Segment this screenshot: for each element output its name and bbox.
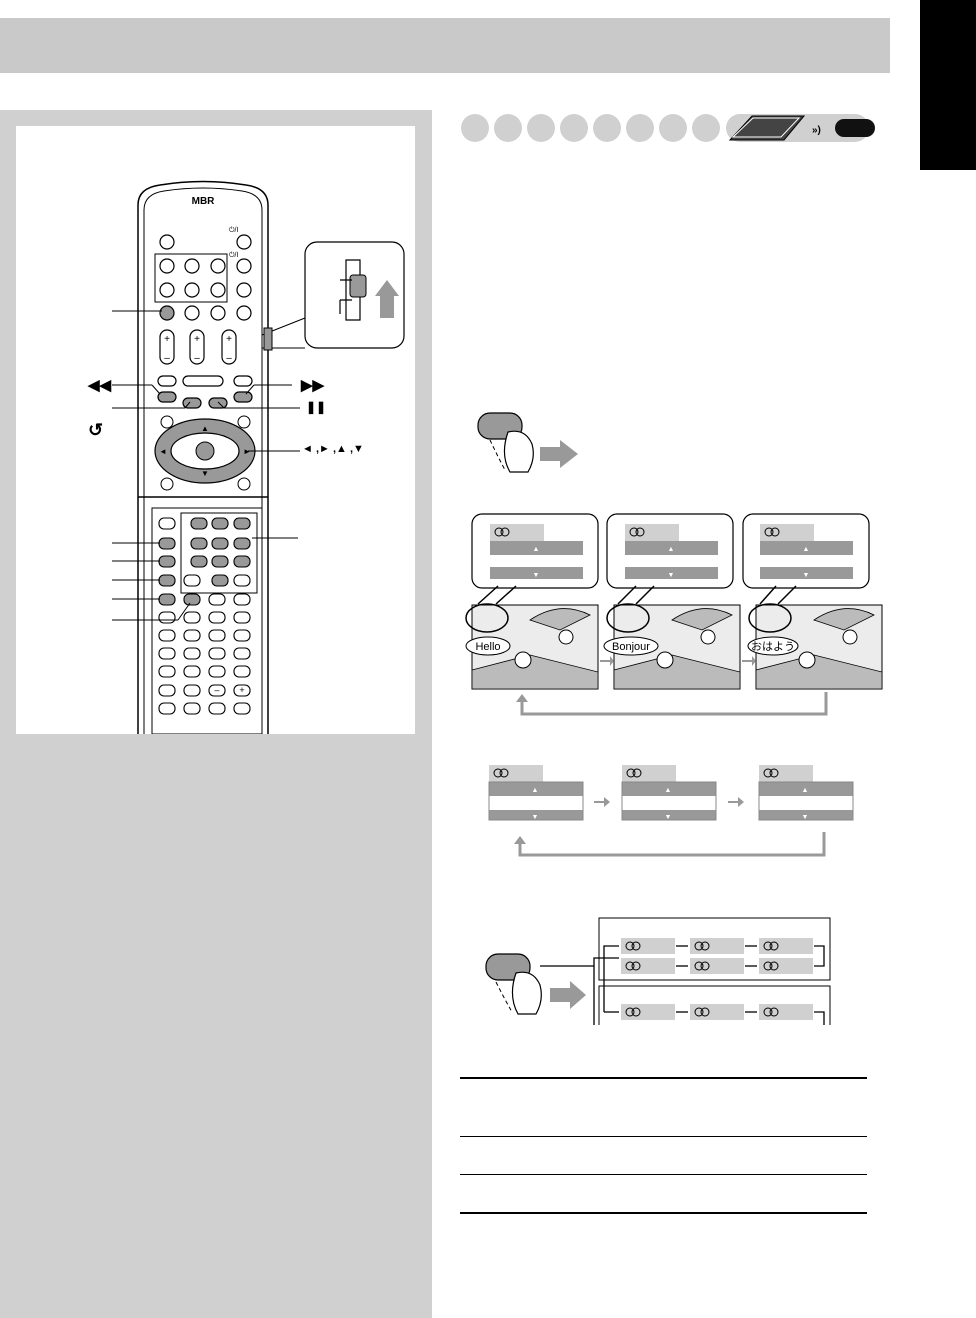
svg-text:▲: ▲ — [802, 787, 809, 794]
svg-text:+: + — [239, 685, 244, 695]
section-tab — [920, 0, 976, 170]
svg-text:▼: ▼ — [802, 814, 809, 821]
svg-text:▲: ▲ — [668, 546, 675, 553]
svg-text:⏻/I: ⏻/I — [229, 251, 238, 259]
cursor-label: ◄ ,► ,▲ ,▼ — [302, 443, 364, 455]
return-label: ↺ — [88, 420, 104, 440]
svg-text:–: – — [164, 353, 170, 364]
svg-text:+: + — [164, 334, 170, 345]
svg-text:▼: ▼ — [201, 469, 209, 478]
svg-text:▼: ▼ — [532, 814, 539, 821]
subtitle-example-2: Bonjour — [612, 641, 650, 653]
svg-text:▼: ▼ — [668, 572, 675, 579]
table-rule-top — [460, 1077, 867, 1079]
subtitle-scene-diagram: ▲ ▲ ▲ ▼ ▼ ▼ Hello Bonjour おはよう — [465, 513, 883, 716]
table-rule — [460, 1136, 867, 1137]
svg-text:▲: ▲ — [533, 546, 540, 553]
header-band — [0, 18, 890, 73]
rewind-label: ◀◀ — [88, 377, 112, 394]
svg-text:▲: ▲ — [665, 787, 672, 794]
svg-text:▲: ▲ — [532, 787, 539, 794]
feature-circles-row: ») — [461, 114, 875, 142]
pause-label: ❚❚ — [306, 400, 327, 414]
subtitle-example-1: Hello — [475, 641, 500, 653]
table-rule-bottom — [460, 1212, 867, 1214]
angle-cycle-diagram — [485, 917, 831, 1025]
svg-text:+: + — [226, 334, 232, 345]
remote-control-illustration: MBR ⏻/I ⏻/I + + + – – – ▲ ▼ ◄ ► — [112, 180, 405, 734]
fast-forward-label: ▶▶ — [301, 377, 325, 394]
svg-text:▲: ▲ — [201, 424, 209, 433]
svg-text:▼: ▼ — [665, 814, 672, 821]
finger-press-illustration — [477, 412, 578, 473]
svg-text:⏻/I: ⏻/I — [229, 226, 238, 234]
svg-text:▲: ▲ — [803, 546, 810, 553]
subtitle-example-3: おはよう — [751, 640, 795, 653]
svg-text:▼: ▼ — [803, 572, 810, 579]
svg-text:▼: ▼ — [533, 572, 540, 579]
svg-text:–: – — [226, 353, 232, 364]
brand-logo: MBR — [192, 196, 216, 207]
svg-text:–: – — [194, 353, 200, 364]
svg-text:+: + — [194, 334, 200, 345]
svg-text:◄: ◄ — [159, 447, 167, 456]
svg-text:–: – — [214, 685, 219, 695]
audio-menu-sequence: ▲ ▲ ▲ ▼ ▼ ▼ — [488, 765, 854, 857]
svg-text:►: ► — [243, 447, 251, 456]
table-rule — [460, 1174, 867, 1175]
signal-icon: ») — [812, 125, 821, 136]
